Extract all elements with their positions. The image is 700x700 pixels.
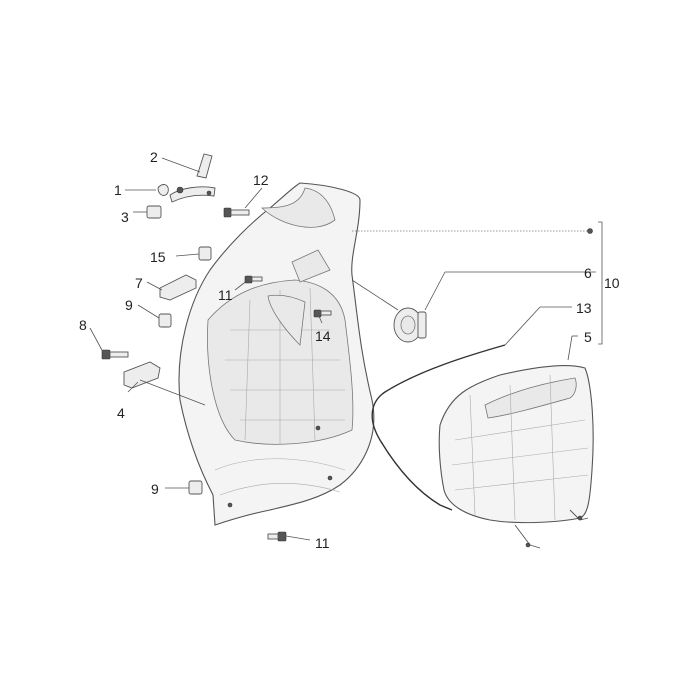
callout-10: 10 [604,275,620,291]
callout-4: 4 [117,405,125,421]
callout-11-lower: 11 [315,535,330,551]
callout-9-lower: 9 [151,481,159,497]
speed-nut-3 [146,205,162,219]
clip-9-upper [158,313,172,328]
screw-14 [313,309,332,318]
callout-6: 6 [584,265,592,281]
callout-5: 5 [584,329,592,345]
hook-bracket [169,153,216,203]
callout-3: 3 [121,209,129,225]
screw-11-lower [267,531,287,542]
callout-12: 12 [253,172,269,188]
bracket-7 [159,274,197,301]
bracket-4 [123,361,161,389]
storage-pocket [438,364,594,549]
leader-lines [89,157,603,541]
screw-8 [101,349,129,360]
callout-13: 13 [576,300,592,316]
front-shield-panel [178,182,375,526]
callout-7: 7 [135,275,143,291]
callout-8: 8 [79,317,87,333]
callout-15: 15 [150,249,166,265]
callout-2: 2 [150,149,158,165]
screw-12 [223,207,250,218]
callout-9-upper: 9 [125,297,133,313]
clip-15 [198,246,212,261]
callout-labels: 2 1 3 15 7 9 8 4 9 11 11 12 14 6 13 5 10 [79,149,620,551]
lock-cylinder [393,307,427,343]
callout-14: 14 [315,328,331,344]
callout-1: 1 [114,182,122,198]
clip-9-lower [188,480,203,495]
seal-strip [371,344,506,511]
spring-clip [157,184,169,196]
callout-11-upper: 11 [218,287,233,303]
